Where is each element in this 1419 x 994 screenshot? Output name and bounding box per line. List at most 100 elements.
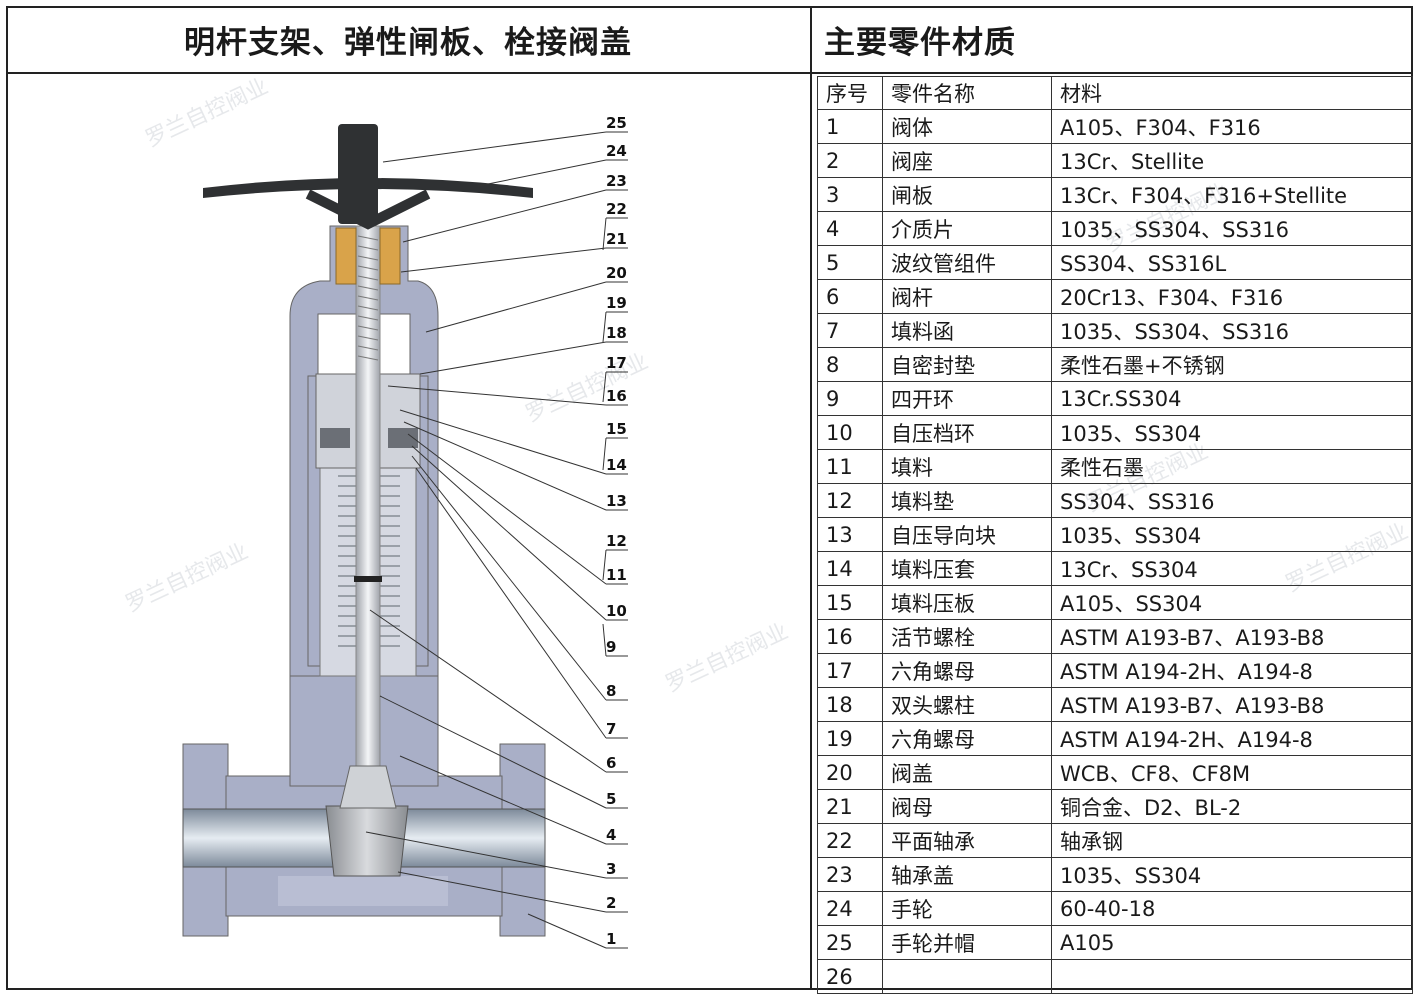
- cell-name: 自压档环: [882, 415, 1052, 450]
- cell-no: 25: [817, 925, 883, 960]
- cell-material: WCB、CF8、CF8M: [1051, 755, 1413, 790]
- cell-material: SS304、SS316L: [1051, 245, 1413, 280]
- callout-label: 21: [606, 230, 627, 248]
- header-no: 序号: [817, 76, 883, 110]
- cell-material: 13Cr、F304、F316+Stellite: [1051, 177, 1413, 212]
- cell-no: 14: [817, 551, 883, 586]
- callout-label: 1: [606, 930, 616, 948]
- cell-material: ASTM A194-2H、A194-8: [1051, 653, 1413, 688]
- cell-no: 11: [817, 449, 883, 484]
- cell-material: 60-40-18: [1051, 891, 1413, 926]
- cell-name: 轴承盖: [882, 857, 1052, 892]
- cell-no: 10: [817, 415, 883, 450]
- packing: [320, 428, 350, 448]
- cell-material: 1035、SS304、SS316: [1051, 211, 1413, 246]
- handwheel: [203, 124, 533, 230]
- column-divider: [810, 6, 812, 990]
- cell-name: 闸板: [882, 177, 1052, 212]
- stem-threads: [357, 235, 379, 361]
- cell-no: 26: [817, 959, 883, 994]
- cell-no: 12: [817, 483, 883, 518]
- yoke-nut: [379, 227, 401, 285]
- cell-no: 7: [817, 313, 883, 348]
- cell-name: 介质片: [882, 211, 1052, 246]
- cell-name: 双头螺柱: [882, 687, 1052, 722]
- callout-label: 8: [606, 682, 616, 700]
- cell-material: SS304、SS316: [1051, 483, 1413, 518]
- cell-no: 18: [817, 687, 883, 722]
- callouts: 25 24 23 22 21 20 19 18 17 16 15 14: [365, 114, 628, 949]
- cell-name: 手轮: [882, 891, 1052, 926]
- callout-label: 9: [606, 638, 616, 656]
- stem-ring: [354, 576, 382, 582]
- cell-material: [1051, 959, 1413, 994]
- packing: [388, 428, 418, 448]
- cell-material: 柔性石墨: [1051, 449, 1413, 484]
- cell-name: 阀盖: [882, 755, 1052, 790]
- yoke-nut: [335, 227, 357, 285]
- cell-name: 四开环: [882, 381, 1052, 416]
- callout-label: 12: [606, 532, 627, 550]
- table-row: 26: [817, 959, 1413, 994]
- callout-label: 4: [606, 826, 616, 844]
- cell-name: 填料: [882, 449, 1052, 484]
- callout-label: 5: [606, 790, 616, 808]
- cell-name: 活节螺栓: [882, 619, 1052, 654]
- callout-label: 7: [606, 720, 616, 738]
- cell-name: 阀体: [882, 109, 1052, 144]
- callout-label: 14: [606, 456, 627, 474]
- cell-no: 24: [817, 891, 883, 926]
- cell-material: ASTM A193-B7、A193-B8: [1051, 619, 1413, 654]
- cell-name: 填料压板: [882, 585, 1052, 620]
- cell-no: 17: [817, 653, 883, 688]
- table-header-row: 序号 零件名称 材料: [817, 76, 1413, 110]
- cell-no: 5: [817, 245, 883, 280]
- callout-label: 13: [606, 492, 627, 510]
- cell-material: 13Cr、Stellite: [1051, 143, 1413, 178]
- callout-label: 15: [606, 420, 627, 438]
- cell-no: 8: [817, 347, 883, 382]
- cell-no: 22: [817, 823, 883, 858]
- callout-label: 6: [606, 754, 616, 772]
- cell-material: 轴承钢: [1051, 823, 1413, 858]
- header-material: 材料: [1051, 76, 1413, 110]
- cell-name: 阀座: [882, 143, 1052, 178]
- cell-no: 3: [817, 177, 883, 212]
- cell-name: 填料函: [882, 313, 1052, 348]
- cell-name: 自密封垫: [882, 347, 1052, 382]
- wedge-gate: [325, 805, 409, 877]
- cell-no: 20: [817, 755, 883, 790]
- callout-label: 20: [606, 264, 627, 282]
- callout-label: 19: [606, 294, 627, 312]
- callout-label: 10: [606, 602, 627, 620]
- valve-cross-section: 25 24 23 22 21 20 19 18 17 16 15 14: [182, 114, 628, 949]
- cell-material: 1035、SS304: [1051, 517, 1413, 552]
- cell-name: 填料垫: [882, 483, 1052, 518]
- callout-label: 11: [606, 566, 627, 584]
- cell-material: 1035、SS304: [1051, 857, 1413, 892]
- cell-name: 波纹管组件: [882, 245, 1052, 280]
- cell-name: 阀杆: [882, 279, 1052, 314]
- cell-material: 柔性石墨+不锈钢: [1051, 347, 1413, 382]
- cell-no: 19: [817, 721, 883, 756]
